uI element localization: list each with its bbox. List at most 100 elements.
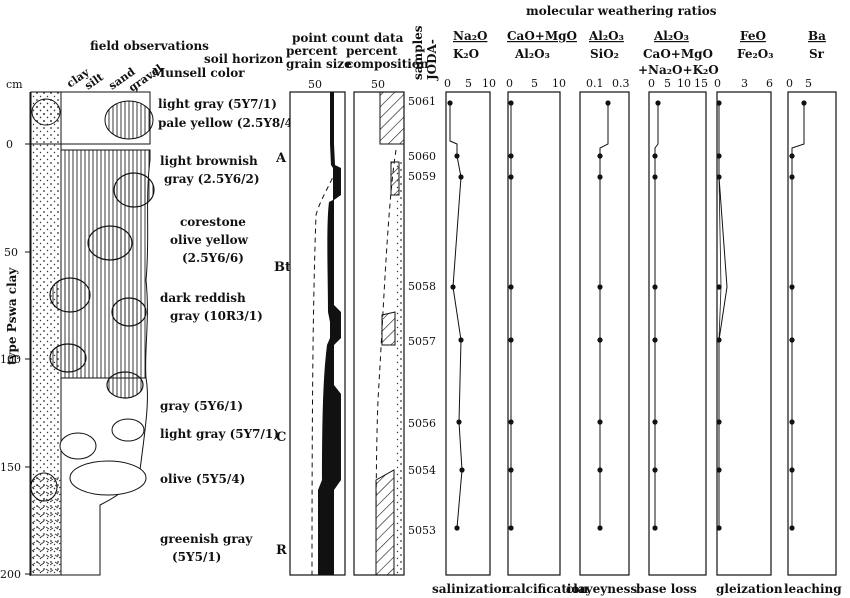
composition-label: composition xyxy=(346,57,429,71)
joda-label: JODA- xyxy=(425,39,439,81)
process-label: gleization xyxy=(716,582,783,596)
ratio-panel-base-loss: Al₂O₃ CaO+MgO +Na₂O+K₂O 0 5 10 15 base l… xyxy=(636,29,719,596)
ratio-tick: 5 xyxy=(465,77,472,90)
composition-tick-label: 50 xyxy=(371,78,385,91)
ratio-tick: 3 xyxy=(741,77,748,90)
ratio-tick: 5 xyxy=(805,77,812,90)
horizon-label: Bt xyxy=(274,260,291,275)
gravel-clast xyxy=(31,98,61,126)
depth-unit-label: cm xyxy=(6,78,23,91)
ratio-tick: 6 xyxy=(766,77,773,90)
munsell-descriptions: light gray (5Y7/1) pale yellow (2.5Y8/4)… xyxy=(158,97,299,564)
munsell-text: gray (5Y6/1) xyxy=(160,399,243,413)
munsell-text: light gray (5Y7/1) xyxy=(160,427,279,441)
corestone-clast xyxy=(113,172,155,208)
ratio-denominator: K₂O xyxy=(453,47,479,61)
munsell-text: light brownish xyxy=(160,154,258,168)
munsell-text: greenish gray xyxy=(160,532,253,546)
depth-tick-label: 50 xyxy=(4,246,18,259)
munsell-text: olive yellow xyxy=(170,233,249,247)
ratio-denominator-2: +Na₂O+K₂O xyxy=(638,63,719,77)
munsell-text: corestone xyxy=(180,215,246,229)
corestone-clast xyxy=(111,297,147,327)
ratio-numerator: Al₂O₃ xyxy=(588,29,624,43)
sample-labels: 5061 5060 5059 5058 5057 5056 5054 5053 xyxy=(408,95,436,537)
ratio-numerator: Ba xyxy=(808,29,826,43)
ratio-tick: 0.3 xyxy=(612,77,630,90)
ratio-tick: 5 xyxy=(664,77,671,90)
ratio-panel-clayeyness: Al₂O₃ SiO₂ 0.1 0.3 clayeyness xyxy=(566,29,637,596)
ratio-tick: 0 xyxy=(714,77,721,90)
percent-comp-label: percent xyxy=(346,44,398,58)
munsell-text: gray (10R3/1) xyxy=(170,309,263,323)
process-label: calcification xyxy=(506,582,588,596)
process-label: salinization xyxy=(432,582,511,596)
ratio-numerator: CaO+MgO xyxy=(507,29,577,43)
corestone-clast xyxy=(49,343,87,373)
ratio-tick: 10 xyxy=(677,77,691,90)
ratio-denominator: Al₂O₃ xyxy=(514,47,550,61)
field-observation-column xyxy=(30,91,155,576)
sample-id: 5056 xyxy=(408,417,436,430)
ratio-panel-salinization: Na₂O K₂O 0 5 10 salinization xyxy=(432,29,511,596)
process-label: clayeyness xyxy=(566,582,637,596)
ratio-panel-leaching: Ba Sr 0 5 leaching xyxy=(784,29,842,596)
corestone-clast xyxy=(30,472,58,502)
ratio-tick: 0 xyxy=(506,77,513,90)
depth-tick-label: 150 xyxy=(0,461,21,474)
horizon-label: C xyxy=(276,430,286,445)
depth-tick-label: 200 xyxy=(0,568,21,581)
ratio-numerator: FeO xyxy=(740,29,766,43)
ratio-denominator: Sr xyxy=(809,47,825,61)
ratio-denominator: Fe₂O₃ xyxy=(737,47,773,61)
field-observations-title: field observations xyxy=(90,39,209,53)
ratio-tick: 0 xyxy=(786,77,793,90)
ratio-tick: 0.1 xyxy=(586,77,604,90)
ratio-tick: 0 xyxy=(444,77,451,90)
corestone-clast xyxy=(49,277,91,313)
grain-size-label: grain size xyxy=(286,57,352,71)
corestone-clast xyxy=(87,225,133,261)
gravel-clast xyxy=(104,100,154,140)
corestone-clast xyxy=(106,371,144,399)
sample-id: 5058 xyxy=(408,280,436,293)
ratio-tick: 10 xyxy=(482,77,496,90)
percent-grain-label: percent xyxy=(286,44,338,58)
munsell-text: light gray (5Y7/1) xyxy=(158,97,277,111)
process-label: base loss xyxy=(636,582,697,596)
grain-size-panel: 50 xyxy=(289,78,346,576)
sample-id: 5053 xyxy=(408,524,436,537)
depth-tick-neg-label: 0 xyxy=(6,138,13,151)
ratio-tick: 5 xyxy=(531,77,538,90)
samples-label: samples xyxy=(411,25,425,80)
munsell-color-label: Munsell color xyxy=(152,66,245,80)
corestone-clast xyxy=(69,460,147,496)
ratio-numerator: Al₂O₃ xyxy=(653,29,689,43)
depth-ticks: 0 50 100 150 200 xyxy=(0,138,30,581)
sample-id: 5057 xyxy=(408,335,436,348)
ratio-denominator: CaO+MgO xyxy=(643,47,713,61)
corestone-clast xyxy=(111,418,145,442)
sample-id: 5054 xyxy=(408,464,436,477)
horizon-label: A xyxy=(275,151,287,166)
ratio-panel-calcification: CaO+MgO Al₂O₃ 0 5 10 calcification xyxy=(506,29,588,596)
ratio-tick: 10 xyxy=(552,77,566,90)
ratio-panel-gleization: FeO Fe₂O₃ 0 3 6 gleization xyxy=(714,29,783,596)
ratio-numerator: Na₂O xyxy=(453,29,487,43)
type-pswa-clay-label: type Pswa clay xyxy=(5,267,19,365)
horizon-label: R xyxy=(276,543,287,558)
munsell-text: dark reddish xyxy=(160,291,246,305)
point-count-title: point count data xyxy=(292,31,404,45)
munsell-text: gray (2.5Y6/2) xyxy=(164,172,260,186)
sample-id: 5061 xyxy=(408,95,436,108)
soil-horizon-label: soil horizon xyxy=(204,52,283,66)
munsell-text: olive (5Y5/4) xyxy=(160,472,245,486)
ratio-tick: 15 xyxy=(694,77,708,90)
depth-tick-label: 100 xyxy=(0,353,21,366)
munsell-text: (2.5Y6/6) xyxy=(182,251,244,265)
sample-id: 5059 xyxy=(408,170,436,183)
ratio-tick: 0 xyxy=(648,77,655,90)
sample-id: 5060 xyxy=(408,150,436,163)
munsell-text: (5Y5/1) xyxy=(172,550,221,564)
